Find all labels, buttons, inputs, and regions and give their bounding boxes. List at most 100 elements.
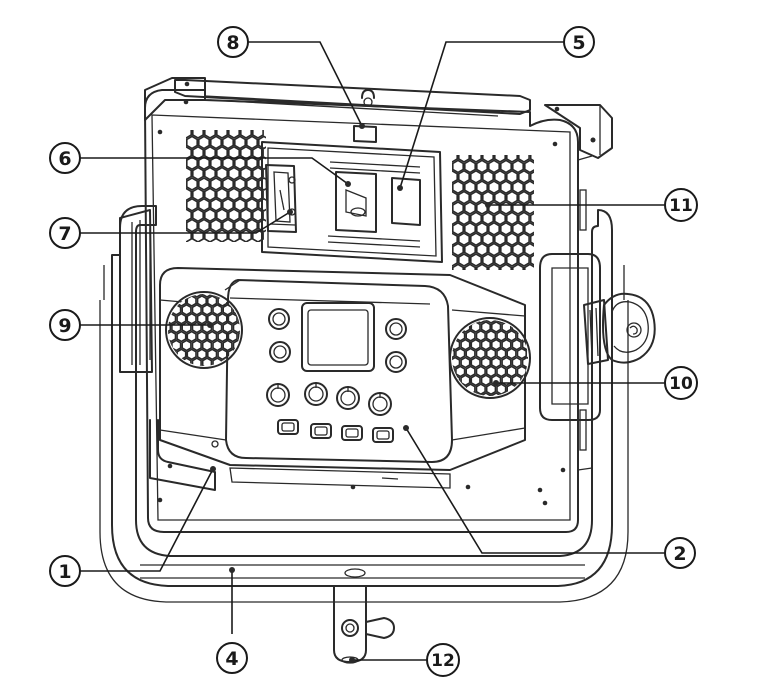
hex-vent-icon [186, 135, 198, 150]
hex-vent-icon [216, 208, 228, 223]
hex-vent-top-right [452, 155, 534, 270]
hex-vent-icon [240, 187, 252, 202]
hex-vent-icon [494, 190, 506, 205]
hex-vent-icon [500, 263, 512, 270]
hex-vent-icon [240, 145, 252, 160]
callout-2: 2 [664, 537, 696, 569]
hex-vent-icon [168, 357, 172, 366]
hex-vent-icon [506, 190, 518, 205]
hex-vent-icon [485, 347, 497, 360]
hex-vent-icon [186, 294, 197, 307]
dial[interactable] [336, 386, 360, 410]
hex-vent-icon [222, 135, 234, 150]
hex-vent-icon [186, 187, 192, 202]
hex-vent-icon [501, 356, 512, 369]
hex-vent-icon [506, 169, 518, 184]
hex-vent-icon [204, 208, 216, 223]
hex-vent-icon [465, 347, 476, 360]
hex-vent-icon [485, 320, 497, 324]
round-button[interactable] [385, 351, 407, 373]
hex-vent-icon [511, 201, 524, 215]
round-button[interactable] [268, 308, 290, 330]
hex-vent-icon [186, 218, 198, 233]
hex-vent-icon [452, 242, 464, 257]
hex-vent-icon [494, 211, 506, 226]
hex-vent-icon [480, 338, 491, 351]
hex-vent-icon [227, 312, 238, 325]
hex-vent-icon [491, 356, 502, 369]
hex-vent-icon [518, 190, 530, 205]
hex-vent-icon [237, 348, 240, 361]
hex-vent-icon [222, 177, 234, 191]
hex-vent-icon [228, 187, 240, 202]
hex-vent-icon [470, 338, 481, 351]
hex-vent-icon [201, 294, 213, 298]
control-panel [266, 302, 407, 443]
hex-vent-icon [171, 321, 182, 334]
hex-vent-icon [488, 221, 500, 236]
round-button[interactable] [385, 318, 407, 340]
d-tap-connector [265, 164, 297, 233]
rect-button[interactable] [372, 427, 394, 443]
hex-vent-icon [470, 320, 481, 333]
hex-vent-icon [529, 254, 534, 266]
hex-vent-icon [511, 356, 522, 369]
hex-vent-icon [216, 145, 228, 160]
hex-vent-icon [181, 321, 192, 334]
rect-button[interactable] [341, 425, 363, 441]
hex-vent-icon [210, 218, 222, 233]
hex-vent-icon [452, 221, 464, 236]
hex-vent-icon [171, 294, 182, 298]
round-button[interactable] [269, 341, 291, 363]
hex-vent-icon [192, 187, 204, 202]
callout-10: 10 [664, 366, 698, 400]
hex-vent-icon [475, 383, 486, 396]
hex-vent-icon [452, 392, 461, 396]
hex-vent-icon [186, 348, 197, 361]
yoke [99, 205, 629, 603]
lock-knob-icon[interactable] [583, 292, 656, 365]
hex-vent-icon [485, 365, 497, 378]
hex-vent-icon [234, 177, 246, 191]
hex-vent-icon [207, 294, 218, 307]
hex-vent-icon [198, 156, 210, 171]
hex-vent-icon [234, 156, 246, 171]
display-screen-icon [301, 302, 375, 372]
rect-button[interactable] [310, 423, 332, 439]
hex-vent-icon [222, 321, 233, 334]
hex-vent-icon [204, 145, 216, 160]
hex-vent-icon [210, 197, 222, 212]
dial[interactable] [266, 383, 290, 407]
hex-vent-icon [198, 197, 210, 212]
hex-vent-icon [511, 392, 522, 396]
hex-vent-icon [222, 218, 234, 233]
hex-vent-icon [524, 201, 534, 215]
hex-vent-icon [198, 218, 210, 233]
hex-vent-icon [186, 156, 198, 171]
hex-vent-icon [222, 339, 233, 352]
hex-vent-icon [521, 320, 528, 333]
hex-vent-icon [232, 321, 240, 334]
dial[interactable] [368, 392, 392, 416]
hex-vent-icon [464, 221, 476, 236]
hex-vent-icon [511, 338, 522, 351]
hex-vent-icon [458, 155, 470, 163]
hex-vent-icon [470, 190, 482, 205]
hex-vent-icon [198, 177, 210, 191]
hex-vent-icon [506, 365, 517, 378]
hex-vent-icon [470, 356, 481, 369]
hex-vent-icon [204, 229, 216, 242]
hex-vent-icon [518, 169, 530, 184]
hex-vent-icon [470, 211, 482, 226]
hex-vent-icon [192, 130, 204, 139]
hex-vent-icon [491, 320, 502, 333]
dial[interactable] [304, 382, 328, 406]
hex-vent-icon [217, 312, 228, 325]
hex-vent-icon [529, 212, 534, 225]
svg-text:11: 11 [669, 196, 693, 216]
hex-vent-icon [458, 190, 470, 205]
hex-vent-icon [216, 166, 228, 181]
rect-button[interactable] [277, 419, 299, 435]
hex-vent-icon [186, 166, 192, 181]
hex-vent-icon [186, 177, 198, 191]
